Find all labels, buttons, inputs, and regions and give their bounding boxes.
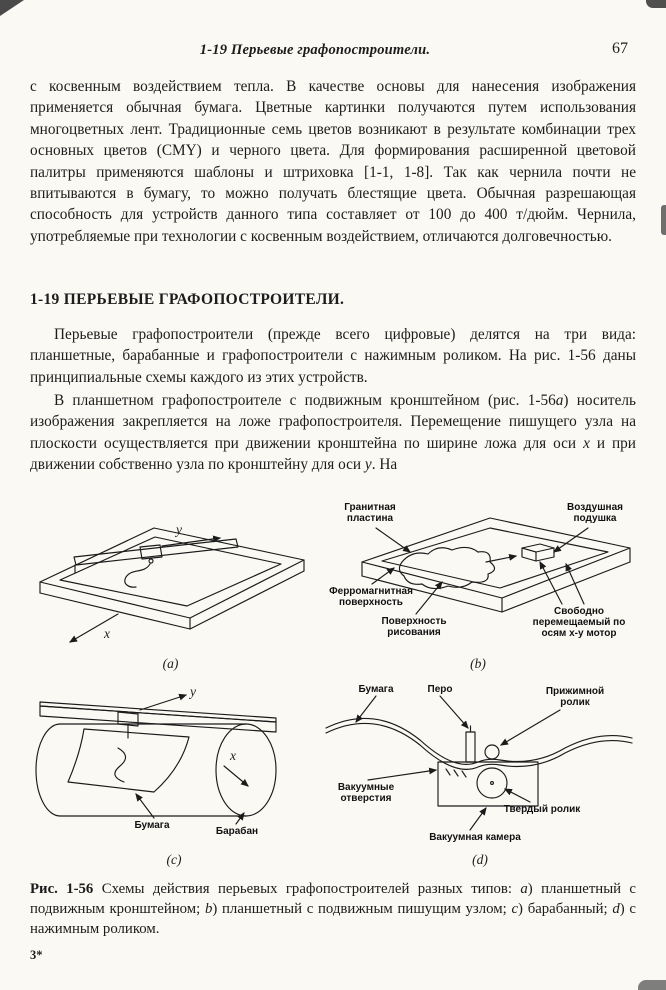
label-air-cushion: Воздушная подушка [567, 502, 623, 524]
section-heading: 1-19 ПЕРЬЕВЫЕ ГРАФОПОСТРОИТЕЛИ. [30, 291, 345, 308]
label-paper: Бумага [358, 684, 394, 695]
pinch-roller-diagram [325, 695, 633, 831]
y-axis-arrow [139, 693, 188, 711]
label-hard-roller: Твердый ролик [503, 804, 581, 815]
text-run: ) носитель изображения закрепляется на л… [30, 392, 636, 452]
figure-panel-b: Гранитная пластина Воздушная подушка Фер… [318, 500, 638, 676]
figure-panel-a: y x (a) [28, 502, 313, 676]
figure-1-56: y x (a) [28, 500, 638, 878]
vacuum-holes-marks [445, 768, 467, 778]
leader-ferromagnetic [371, 567, 395, 585]
axis-label-x: x [104, 626, 110, 641]
leader-pinch-roller [500, 709, 561, 746]
axis-label-y: y [176, 522, 182, 537]
caption-run: ) планшетный с подвижным пишущим узлом; [212, 900, 512, 917]
leader-vacuum-chamber [469, 807, 487, 831]
x-axis-arrow [69, 613, 119, 643]
pen-trace [114, 747, 127, 783]
vacuum-chamber-box [437, 761, 539, 807]
scan-artifact [646, 0, 666, 8]
figure-ref-letter: а [555, 392, 564, 409]
hard-roller [476, 767, 508, 799]
page-number: 67 [612, 40, 628, 57]
paper-on-drum [67, 728, 190, 793]
leader-motor-2 [565, 562, 585, 605]
pen [465, 725, 476, 763]
paragraph-1: с косвенным воздействием тепла. В качест… [30, 78, 636, 245]
leader-motor-1 [539, 560, 563, 605]
label-granite-plate: Гранитная пластина [344, 502, 396, 524]
gantry-arm [73, 538, 239, 588]
panel-caption-a: (a) [162, 656, 179, 671]
leader-vacuum-holes [367, 767, 438, 781]
figure-panel-d: Бумага Перо Прижимной ролик Вакуумные от… [320, 682, 640, 878]
caption-run: ) с нажимным роликом. [30, 900, 636, 937]
label-drawing-surface: Поверхность рисования [381, 616, 447, 638]
caption-letter-a: a [520, 881, 528, 897]
label-pinch-roller: Прижимной ролик [545, 686, 605, 708]
panel-caption-d: (d) [472, 852, 488, 867]
caption-letter-c: c [511, 900, 519, 917]
scan-artifact [0, 0, 24, 16]
leader-air-cushion [553, 527, 589, 553]
granite-slab [361, 517, 631, 613]
motion-arrow [485, 553, 518, 563]
drum-plotter-diagram [35, 693, 277, 825]
figure-caption-label: Рис. 1-56 [30, 881, 94, 897]
pen-beam [39, 701, 277, 739]
paper-sheet [398, 546, 496, 590]
text-run: и при движении собственно узла по кроншт… [30, 434, 636, 474]
caption-run: Схемы действия перьевых графопостроителе… [93, 881, 521, 897]
paragraph-2: Перьевые графопостроители (прежде всего … [30, 326, 636, 386]
leader-paper [355, 695, 377, 723]
label-xy-motor: Свободно перемещаемый по осям x-y мотор [532, 606, 626, 639]
scan-artifact [638, 980, 666, 990]
panel-caption-b: (b) [470, 656, 486, 671]
caption-run: ) планшетный с подвижным кронштейном; [30, 881, 637, 917]
paragraph-3: В планшетном графопостроителе с подвижны… [30, 390, 636, 476]
y-axis-arrow [161, 535, 222, 547]
text-run: . На [371, 456, 398, 474]
drum [35, 723, 277, 817]
flatbed-arm-diagram [39, 527, 305, 643]
flatbed-motor-diagram [361, 517, 631, 615]
paper-web [325, 717, 633, 770]
leader-drum [235, 812, 245, 825]
caption-letter-b: b [204, 900, 213, 917]
plotter-bed [39, 527, 305, 630]
pinch-roller [484, 744, 500, 760]
label-vacuum-holes: Вакуумные отверстия [337, 782, 395, 804]
leader-granite [375, 527, 411, 553]
xy-motor [521, 543, 555, 562]
pen-trace [124, 563, 151, 588]
figure-panel-c: y x Бумага Барабан (c) [34, 682, 314, 878]
running-head: 1-19 Перьевые графопостроители. [199, 42, 431, 58]
leader-drawing-surface [415, 581, 443, 615]
scan-artifact [661, 205, 666, 235]
label-paper: Бумага [134, 820, 170, 831]
signature-mark: 3* [30, 948, 43, 962]
axis-label-x: x [230, 748, 236, 763]
label-ferromagnetic-surface: Ферромагнитная поверхность [329, 586, 413, 608]
caption-run: ) барабанный; [518, 900, 613, 917]
figure-caption: Рис. 1-56 Схемы действия перьевых графоп… [30, 880, 636, 939]
label-vacuum-chamber: Вакуумная камера [429, 832, 521, 843]
caption-letter-d: d [612, 900, 620, 917]
leader-pen [439, 695, 469, 729]
x-axis-arrow [223, 765, 249, 787]
leader-paper [135, 793, 155, 819]
axis-label-y: y [190, 684, 196, 699]
label-drum: Барабан [215, 826, 259, 837]
leader-hard-roller [503, 788, 531, 803]
text-run: В планшетном графопостроителе с подвижны… [54, 392, 556, 409]
panel-caption-c: (c) [166, 852, 182, 867]
label-pen: Перо [427, 684, 453, 695]
variable-y: y [364, 456, 372, 474]
variable-x: x [583, 434, 590, 452]
